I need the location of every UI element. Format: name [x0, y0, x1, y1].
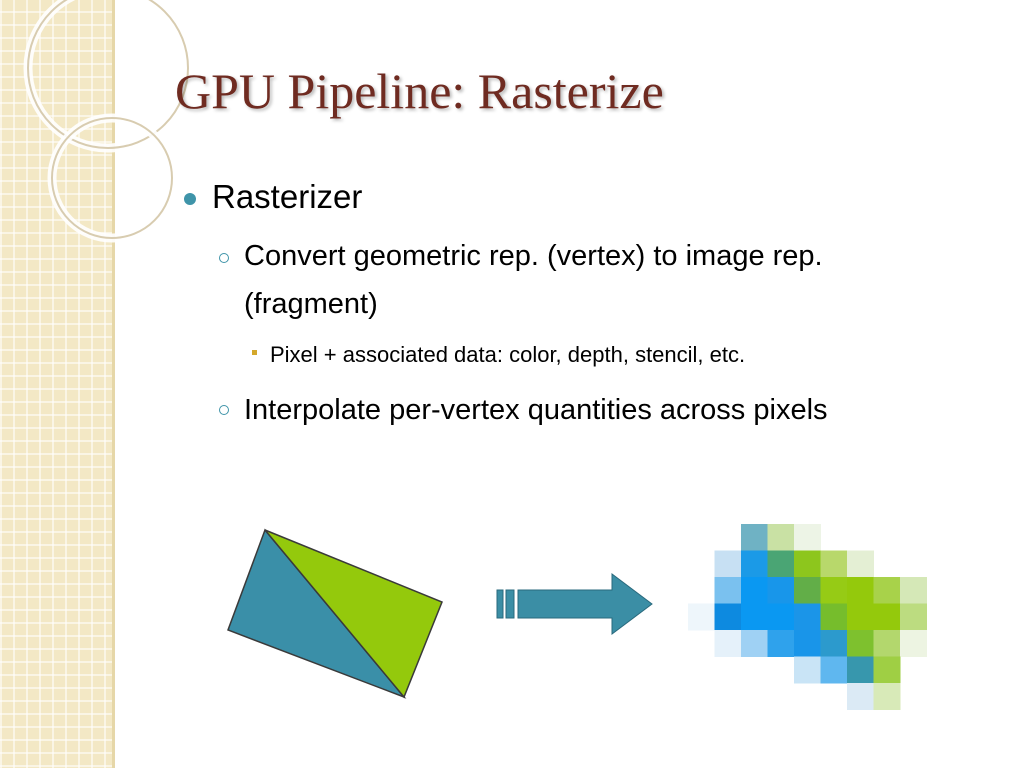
bullet-rasterizer: Rasterizer: [212, 178, 363, 215]
pixel: [873, 603, 901, 631]
bullet-dot-icon: [184, 193, 196, 205]
pixel: [741, 603, 768, 631]
bullet-interpolate: Interpolate per-vertex quantities across…: [244, 394, 828, 426]
pixel: [794, 577, 821, 604]
pixel: [794, 524, 821, 551]
right-arrow-icon: [496, 573, 653, 635]
pixel: [820, 630, 848, 657]
pixel: [794, 550, 821, 578]
pixel: [794, 656, 821, 684]
square-bullet-icon: [252, 350, 257, 355]
pixel: [847, 603, 874, 631]
pixel: [714, 550, 742, 578]
pixel: [900, 577, 927, 604]
bullet-convert-line1: Convert geometric rep. (vertex) to image…: [244, 240, 823, 272]
pixel-grid: [688, 524, 927, 710]
pixel: [873, 683, 901, 710]
pixel: [847, 630, 874, 657]
pixel: [741, 524, 768, 551]
pixel: [688, 603, 715, 631]
pixel: [767, 630, 795, 657]
pixel: [847, 683, 874, 710]
pixel: [900, 630, 927, 657]
vector-triangles: [227, 528, 443, 699]
pixel: [767, 603, 795, 631]
pixel: [741, 577, 768, 604]
decorative-circles: [23, 0, 193, 243]
bullet-pixel-data: Pixel + associated data: color, depth, s…: [270, 342, 746, 367]
sidebar-edge: [112, 0, 115, 768]
ring-bullet-icon: [219, 253, 229, 263]
pixel: [873, 577, 901, 604]
pixel: [847, 656, 874, 684]
pixel: [900, 603, 927, 631]
pixel: [820, 550, 848, 578]
pixel: [714, 577, 742, 604]
bullet-convert-line2: (fragment): [244, 288, 378, 320]
pixel: [847, 550, 874, 578]
pixel: [767, 550, 795, 578]
triangle-right: [264, 529, 443, 699]
pixel: [767, 524, 795, 551]
pixel: [741, 550, 768, 578]
pixel: [847, 577, 874, 604]
pixel: [794, 603, 821, 631]
pixel: [767, 577, 795, 604]
slide-title: GPU Pipeline: Rasterize: [175, 63, 664, 119]
pixel: [820, 577, 848, 604]
pixel: [873, 656, 901, 684]
ring-bullet-icon: [219, 405, 229, 415]
pixel: [714, 630, 742, 657]
pixel: [873, 630, 901, 657]
pixel: [794, 630, 821, 657]
pixel: [741, 630, 768, 657]
pixel: [820, 656, 848, 684]
pixel: [820, 603, 848, 631]
pixel: [714, 603, 742, 631]
